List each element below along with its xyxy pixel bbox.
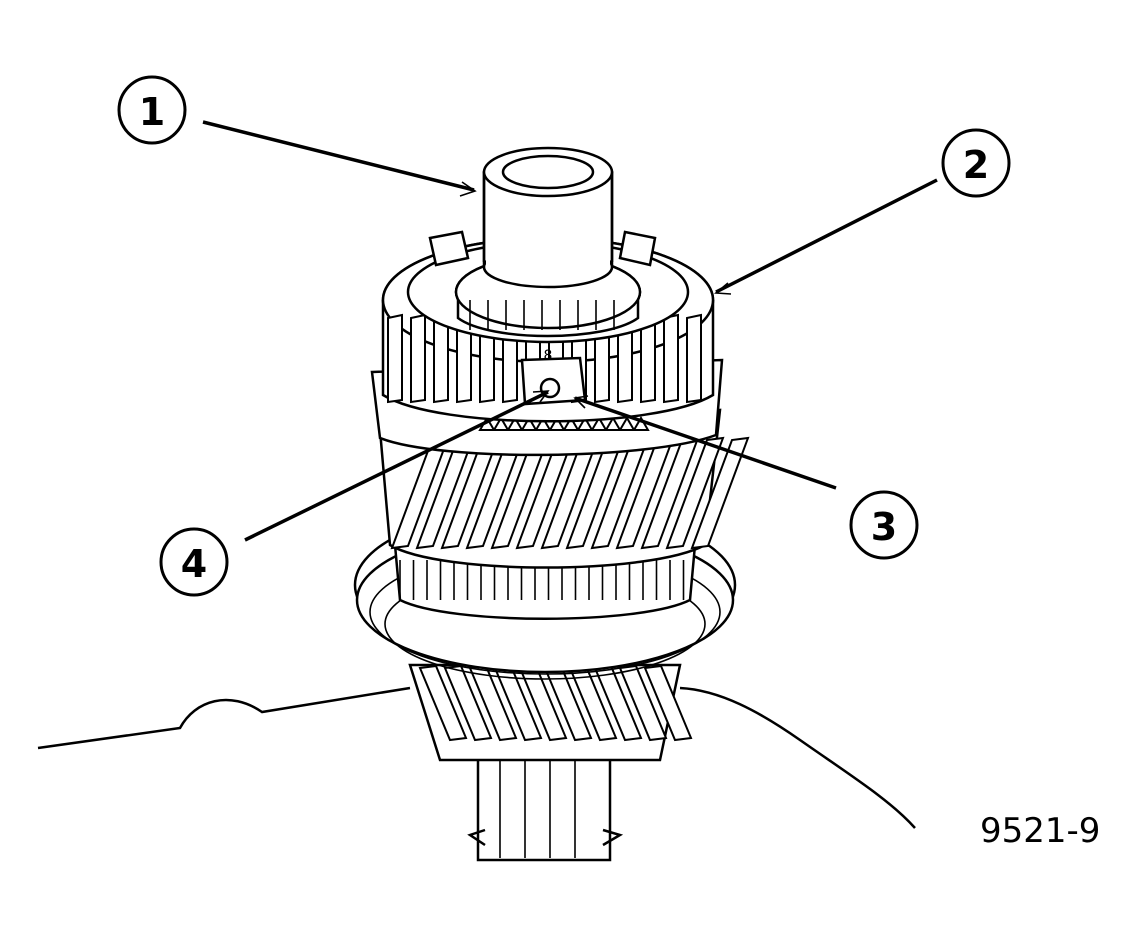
- gear-tooth: [604, 416, 622, 431]
- gear-tooth: [632, 416, 650, 431]
- gear-tooth: [576, 416, 594, 431]
- housing-outline: [37, 686, 916, 829]
- callout-2: 2: [941, 128, 1011, 198]
- callout-1: 1: [117, 75, 187, 145]
- figure-id: 9521-9: [980, 811, 1100, 851]
- gear-tooth: [506, 416, 524, 431]
- gear-tooth: [665, 436, 725, 550]
- gear-tooth: [492, 416, 510, 431]
- callout-3: 3: [849, 490, 919, 560]
- leader-4: [244, 390, 549, 542]
- callout-4-label: 4: [181, 542, 207, 586]
- leader-lines: [202, 120, 938, 542]
- callout-3-label: 3: [871, 505, 897, 549]
- gear-tooth: [387, 313, 403, 404]
- svg-text:8: 8: [544, 348, 553, 364]
- leader-1: [202, 120, 475, 192]
- gear-tooth: [686, 313, 702, 404]
- gear-tooth: [562, 416, 580, 431]
- gear-tooth: [443, 664, 493, 742]
- leader-2: [715, 178, 938, 294]
- callout-4: 4: [159, 527, 229, 597]
- gear-tooth: [643, 664, 693, 742]
- gear-tooth: [663, 313, 679, 404]
- gear-tooth: [548, 416, 566, 431]
- pilot-bearing: [482, 146, 614, 289]
- gear-tooth: [410, 313, 426, 404]
- gear-tooth: [433, 313, 449, 404]
- output-shaft: [467, 743, 624, 862]
- gear-tooth: [534, 416, 552, 431]
- gear-tooth: [418, 664, 468, 742]
- callout-1-label: 1: [139, 90, 165, 134]
- gear-tooth: [590, 416, 608, 431]
- leader-3: [574, 396, 837, 490]
- gear-tooth: [690, 436, 750, 550]
- gear-tooth: [618, 416, 636, 431]
- callout-2-label: 2: [963, 143, 989, 187]
- gear-tooth: [520, 416, 538, 431]
